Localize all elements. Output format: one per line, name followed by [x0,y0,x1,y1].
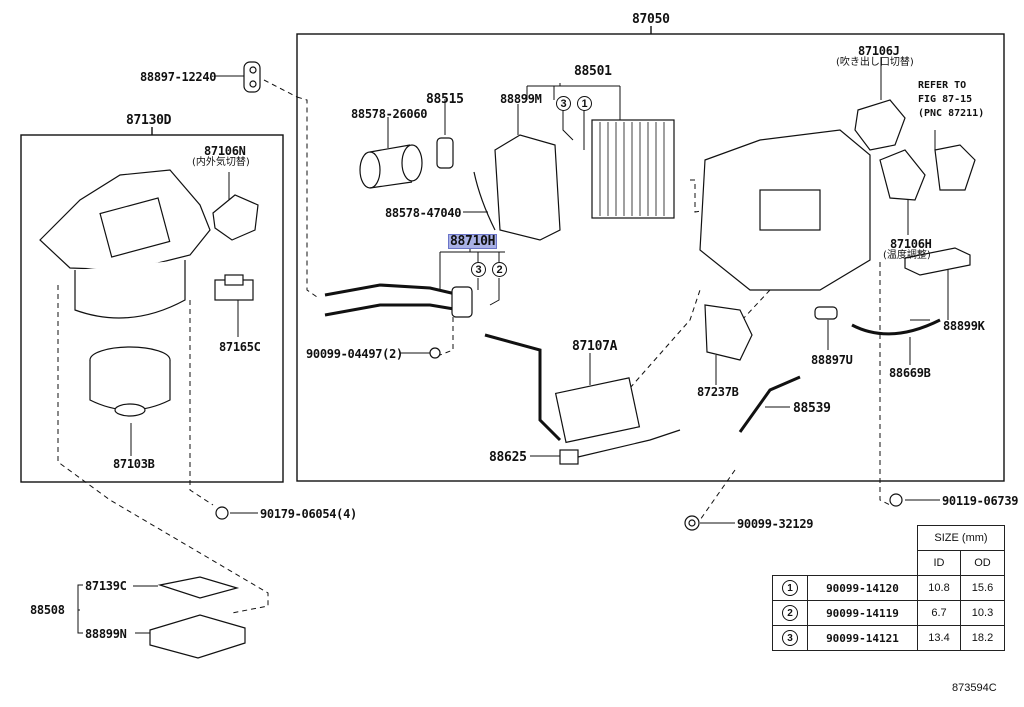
row-id: 13.4 [917,625,961,651]
row-id: 6.7 [917,600,961,626]
part-label-87106H[interactable]: 87106H [890,237,932,251]
part-label-88578-26060[interactable]: 88578-26060 [351,107,428,121]
part-desc-87106H: (温度調整) [883,250,931,261]
part-label-90099-04497[interactable]: 90099-04497(2) [306,347,403,361]
part-label-87107A[interactable]: 87107A [572,339,618,354]
row-part-number[interactable]: 90099-14120 [807,575,918,601]
callout-circle-1-88501[interactable]: 1 [577,96,592,111]
row-id: 10.8 [917,575,961,601]
part-label-88897-12240[interactable]: 88897-12240 [140,70,217,84]
col-id-header: ID [917,550,961,576]
part-label-87106J[interactable]: 87106J [858,44,900,58]
part-label-88897U[interactable]: 88897U [811,353,853,367]
part-label-88625[interactable]: 88625 [489,450,527,465]
part-label-90119-06739[interactable]: 90119-06739 [942,494,1019,508]
row-od: 10.3 [960,600,1005,626]
row-index-circle: 1 [782,580,798,596]
part-desc-87106N: (内外気切替) [192,157,250,168]
part-label-88710H-highlighted[interactable]: 88710H [447,234,498,249]
table-row: 2 90099-14119 6.7 10.3 [772,600,1005,626]
part-label-88899N[interactable]: 88899N [85,627,127,641]
part-label-87165C[interactable]: 87165C [219,340,261,354]
part-label-88669B[interactable]: 88669B [889,366,931,380]
part-label-88501[interactable]: 88501 [574,64,612,79]
callout-circle-3-88710H[interactable]: 3 [471,262,486,277]
table-row: 3 90099-14121 13.4 18.2 [772,625,1005,651]
part-label-87237B[interactable]: 87237B [697,385,739,399]
row-part-number[interactable]: 90099-14119 [807,600,918,626]
row-od: 15.6 [960,575,1005,601]
part-label-88899M[interactable]: 88899M [500,92,542,106]
figure-number: 873594C [952,682,997,694]
row-index-circle: 2 [782,605,798,621]
part-desc-87106J: (吹き出し口切替) [836,57,914,68]
part-label-90179-06054[interactable]: 90179-06054(4) [260,507,357,521]
part-label-88539[interactable]: 88539 [793,401,831,416]
part-label-87050[interactable]: 87050 [632,12,670,27]
row-od: 18.2 [960,625,1005,651]
col-od-header: OD [960,550,1005,576]
callout-circle-2-88710H[interactable]: 2 [492,262,507,277]
size-header: SIZE (mm) [917,525,1005,551]
reference-line-1: REFER TO [918,80,967,91]
part-label-87103B[interactable]: 87103B [113,457,155,471]
part-label-88578-47040[interactable]: 88578-47040 [385,206,462,220]
reference-line-3: (PNC 87211) [918,108,985,119]
size-table: SIZE (mm) ID OD 1 90099-14120 10.8 15.6 … [772,525,1005,651]
part-label-87130D[interactable]: 87130D [126,113,172,128]
reference-line-2[interactable]: FIG 87-15 [918,94,973,105]
part-label-88899K[interactable]: 88899K [943,319,985,333]
table-row: 1 90099-14120 10.8 15.6 [772,575,1005,601]
part-label-88515[interactable]: 88515 [426,92,464,107]
part-label-87106N[interactable]: 87106N [204,144,246,158]
part-label-87139C[interactable]: 87139C [85,579,127,593]
row-part-number[interactable]: 90099-14121 [807,625,918,651]
reference-note: REFER TO FIG 87-15 (PNC 87211) [918,79,984,121]
part-label-88508[interactable]: 88508 [30,603,65,617]
part-label-90099-32129[interactable]: 90099-32129 [737,517,814,531]
row-index-circle: 3 [782,630,798,646]
callout-circle-3-88501[interactable]: 3 [556,96,571,111]
